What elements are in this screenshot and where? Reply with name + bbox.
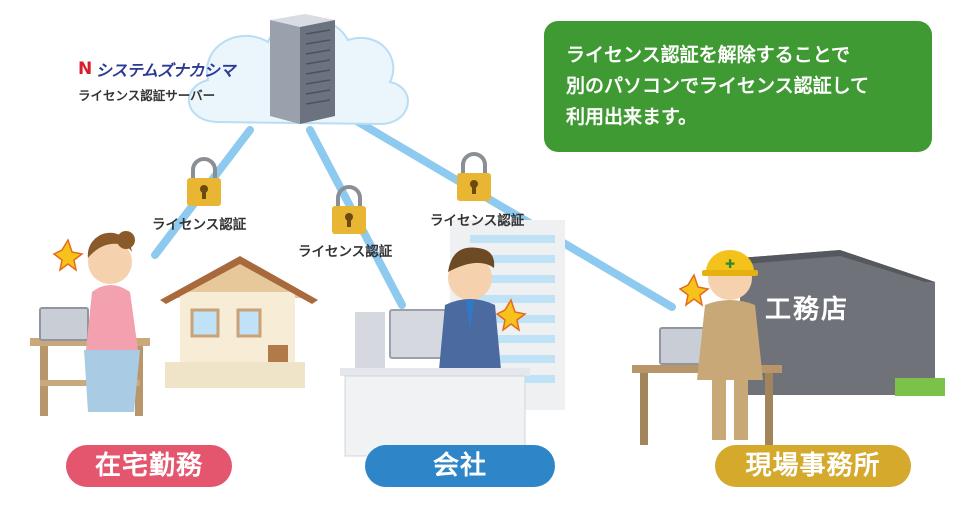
- lock-icon-site: [457, 152, 491, 201]
- connection-site: [351, 116, 676, 311]
- callout-line-1: ライセンス認証を解除することで: [566, 44, 851, 66]
- brand-name: システムズナカシマ: [95, 61, 236, 80]
- office-worker-illustration: [340, 247, 530, 457]
- location-pill-office: 会社: [365, 445, 555, 487]
- callout-line-2: 別のパソコンでライセンス認証して: [566, 75, 870, 97]
- info-callout: ライセンス認証を解除することで 別のパソコンでライセンス認証して 利用出来ます。: [544, 21, 932, 152]
- location-pill-home: 在宅勤務: [66, 445, 232, 487]
- home-worker-illustration: [30, 231, 150, 416]
- lock-label-office: ライセンス認証: [298, 244, 393, 260]
- server-rack-icon: [270, 14, 335, 124]
- lock-icon-home: [187, 157, 221, 206]
- brand-block: N システムズナカシマ ライセンス認証サーバー: [78, 57, 248, 104]
- site-building-illustration: [740, 250, 945, 396]
- callout-line-3: 利用出来ます。: [566, 106, 698, 128]
- building-sign: 工務店: [765, 295, 850, 325]
- brand-logo: N システムズナカシマ: [78, 57, 248, 81]
- lock-label-site: ライセンス認証: [430, 213, 525, 229]
- server-label: ライセンス認証サーバー: [78, 88, 216, 103]
- lock-label-home: ライセンス認証: [152, 217, 247, 233]
- house-illustration: [160, 256, 318, 388]
- site-worker-illustration: ✚: [632, 250, 782, 445]
- location-pill-site: 現場事務所: [715, 445, 911, 487]
- brand-mark: N: [78, 59, 92, 79]
- lock-icon-office: [332, 185, 366, 234]
- svg-text:✚: ✚: [725, 257, 735, 271]
